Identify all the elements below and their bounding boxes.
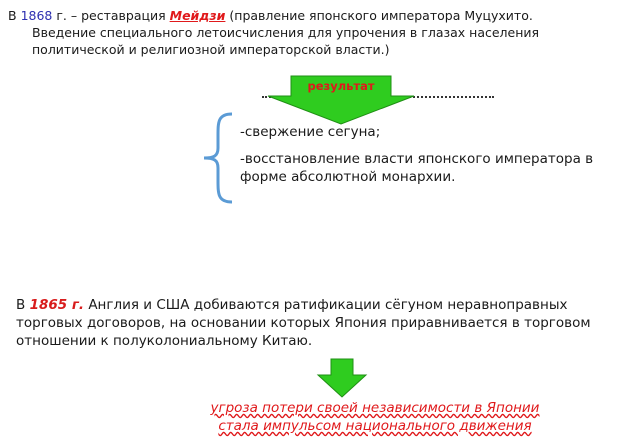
consequence-text: угроза потери своей независимости в Япон… bbox=[160, 399, 590, 435]
down-arrow-icon bbox=[316, 358, 368, 398]
result-arrow-icon bbox=[267, 75, 415, 125]
consequence-line1: угроза потери своей независимости в Япон… bbox=[210, 400, 540, 416]
result-item-monarchy: -восстановление власти японского императ… bbox=[240, 151, 594, 185]
meiji-prefix: В bbox=[8, 8, 21, 23]
consequence-line2: стала импульсом национального движения bbox=[218, 418, 532, 434]
meiji-year: 1868 bbox=[20, 8, 53, 23]
meiji-year-suffix: г. – реставрация bbox=[52, 8, 170, 23]
treaties-year: 1865 г. bbox=[29, 297, 85, 313]
results-list: -свержение сегуна; -восстановление власт… bbox=[240, 123, 610, 195]
curly-brace-icon bbox=[203, 112, 233, 204]
result-label: результат bbox=[307, 79, 375, 93]
result-item-shogun: -свержение сегуна; bbox=[240, 124, 381, 140]
meiji-restoration-paragraph: В 1868 г. – реставрация Мейдзи (правлени… bbox=[8, 7, 616, 58]
meiji-line2: Введение специального летоисчисления для… bbox=[32, 25, 540, 40]
treaties-text: Англия и США добиваются ратификации сёгу… bbox=[16, 297, 591, 349]
meiji-name: Мейдзи bbox=[169, 8, 226, 23]
meiji-line3: политической и религиозной императорской… bbox=[32, 42, 390, 57]
treaties-paragraph: В 1865 г. Англия и США добиваются ратифи… bbox=[16, 296, 616, 350]
meiji-rest: (правление японского императора Муцухито… bbox=[225, 8, 533, 23]
treaties-prefix: В bbox=[16, 297, 30, 313]
